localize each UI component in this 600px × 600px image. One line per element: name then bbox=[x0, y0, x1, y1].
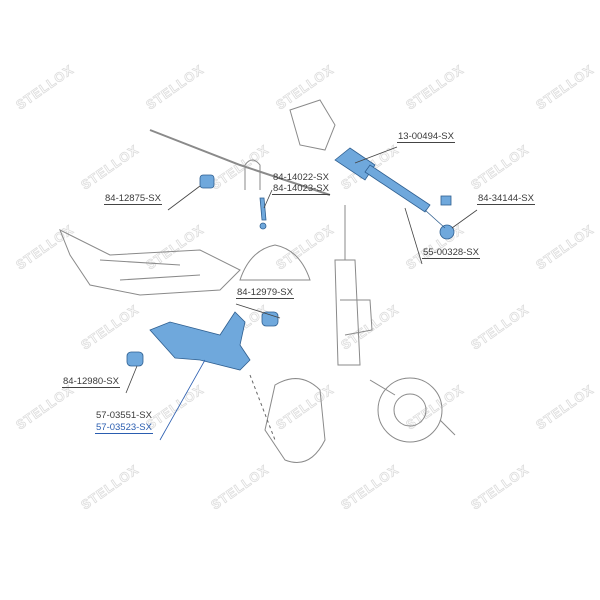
stab-link bbox=[259, 197, 267, 221]
watermark-text: STELLOX bbox=[78, 462, 141, 513]
tie-rod-end bbox=[439, 224, 455, 240]
watermark-text: STELLOX bbox=[13, 62, 76, 113]
strut-mount bbox=[239, 244, 311, 281]
tie-rod bbox=[364, 164, 431, 213]
watermark-text: STELLOX bbox=[533, 222, 596, 273]
label-arm-bushing-front[interactable]: 84-12980-SX bbox=[62, 376, 120, 388]
watermark-text: STELLOX bbox=[338, 302, 401, 353]
watermark-text: STELLOX bbox=[13, 382, 76, 433]
watermark-text: STELLOX bbox=[273, 382, 336, 433]
watermark-text: STELLOX bbox=[208, 462, 271, 513]
label-stab-bushing[interactable]: 84-12875-SX bbox=[104, 193, 162, 205]
watermark-text: STELLOX bbox=[468, 462, 531, 513]
stab-link-bracket bbox=[244, 159, 261, 190]
watermark-text: STELLOX bbox=[468, 142, 531, 193]
label-control-arm-1[interactable]: 57-03551-SX bbox=[96, 410, 152, 421]
watermark-text: STELLOX bbox=[143, 62, 206, 113]
stabilizer-bar bbox=[149, 129, 331, 196]
watermark-text: STELLOX bbox=[403, 62, 466, 113]
label-tie-rod[interactable]: 55-00328-SX bbox=[422, 247, 480, 259]
label-stab-link-2[interactable]: 84-14023-SX bbox=[272, 183, 330, 195]
nut bbox=[440, 195, 452, 206]
watermark-text: STELLOX bbox=[533, 382, 596, 433]
steering-housing bbox=[289, 99, 336, 151]
knuckle bbox=[264, 378, 326, 463]
label-steering-rack[interactable]: 13-00494-SX bbox=[397, 131, 455, 143]
subframe bbox=[59, 228, 241, 296]
stab-bushing bbox=[199, 174, 215, 189]
hub bbox=[377, 377, 443, 443]
label-stab-link-1[interactable]: 84-14022-SX bbox=[273, 172, 329, 183]
watermark-text: STELLOX bbox=[338, 462, 401, 513]
control-arm bbox=[149, 311, 251, 371]
watermark-text: STELLOX bbox=[78, 302, 141, 353]
watermark-text: STELLOX bbox=[208, 142, 271, 193]
watermark-text: STELLOX bbox=[468, 302, 531, 353]
label-arm-bushing-rear[interactable]: 84-12979-SX bbox=[236, 287, 294, 299]
bushing-front bbox=[126, 351, 144, 367]
watermark-text: STELLOX bbox=[533, 62, 596, 113]
label-tie-rod-end[interactable]: 84-34144-SX bbox=[477, 193, 535, 205]
label-control-arm-2[interactable]: 57-03523-SX bbox=[95, 422, 153, 434]
watermark-text: STELLOX bbox=[78, 142, 141, 193]
strut-body bbox=[334, 259, 361, 366]
bushing-rear bbox=[261, 311, 279, 327]
